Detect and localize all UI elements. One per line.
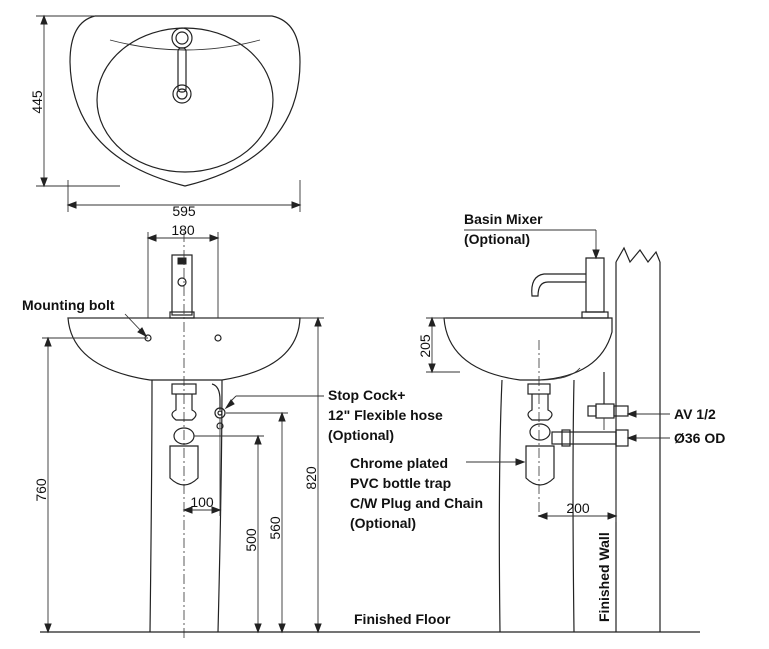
top-view: 445 595	[29, 14, 302, 219]
label-finished-wall: Finished Wall	[596, 532, 612, 622]
top-view-mixer-base	[172, 84, 192, 104]
dim-200: 200	[566, 500, 590, 516]
dim-560: 560	[267, 516, 283, 540]
front-view-mixer	[171, 254, 193, 316]
dim-760: 760	[33, 478, 49, 502]
label-stop-cock-2: 12" Flexible hose	[328, 407, 443, 423]
label-od: Ø36 OD	[674, 430, 725, 446]
label-trap-2: PVC bottle trap	[350, 475, 451, 491]
label-mounting-bolt: Mounting bolt	[22, 297, 115, 313]
label-basin-mixer-1: Basin Mixer	[464, 211, 543, 227]
dim-500: 500	[243, 528, 259, 552]
side-view: 205 200 Basin Mixer (Optional) AV 1/2 Ø3…	[350, 211, 725, 633]
side-view-mixer	[531, 257, 605, 313]
dim-445: 445	[29, 90, 45, 114]
angle-valve	[595, 403, 615, 419]
side-view-trap	[525, 445, 555, 486]
label-av: AV 1/2	[674, 406, 716, 422]
side-view-basin	[443, 317, 613, 381]
label-stop-cock-3: (Optional)	[328, 427, 394, 443]
top-view-basin-outline	[69, 15, 301, 187]
front-view-trap	[169, 445, 199, 486]
label-trap-4: (Optional)	[350, 515, 416, 531]
label-stop-cock-1: Stop Cock+	[328, 387, 405, 403]
label-trap-1: Chrome plated	[350, 455, 448, 471]
label-finished-floor: Finished Floor	[354, 611, 451, 627]
dim-595: 595	[172, 203, 196, 219]
dim-180: 180	[171, 222, 195, 238]
dim-820: 820	[303, 466, 319, 490]
label-trap-3: C/W Plug and Chain	[350, 495, 483, 511]
mounting-bolt-right	[214, 334, 222, 342]
dim-205: 205	[417, 334, 433, 358]
front-view: 180 760 820 560 500 100 Mounting bolt	[22, 222, 443, 640]
dim-100: 100	[190, 494, 214, 510]
front-view-pedestal	[149, 379, 223, 633]
label-basin-mixer-2: (Optional)	[464, 231, 530, 247]
